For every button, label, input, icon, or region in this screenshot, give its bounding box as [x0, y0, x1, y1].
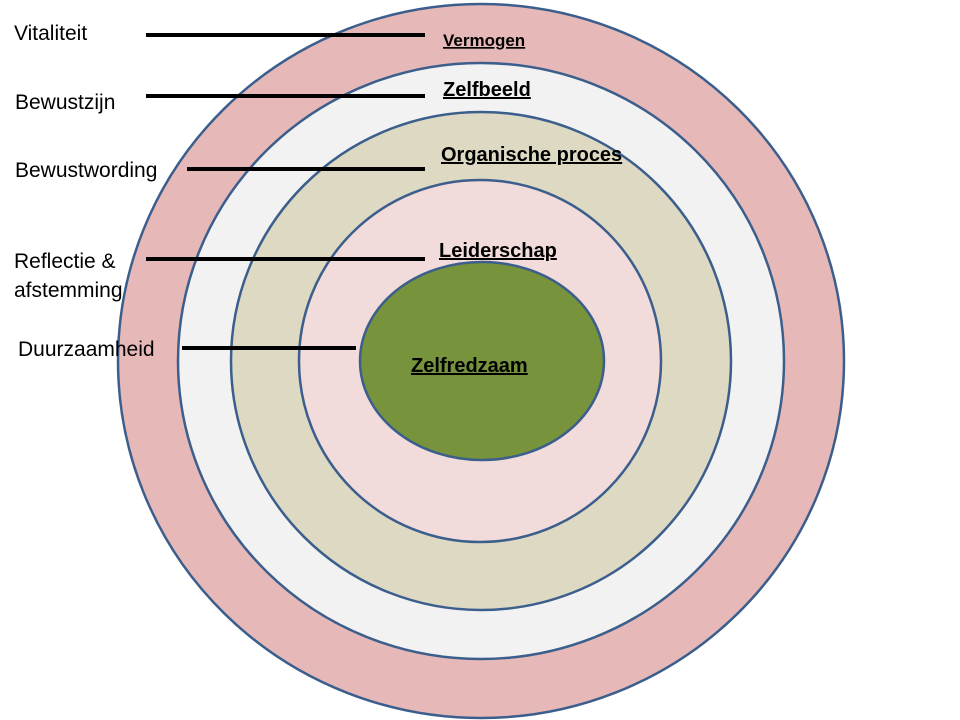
label-vitaliteit: Vitaliteit: [14, 22, 87, 45]
ring-label-organische-proces: Organische proces: [441, 144, 622, 166]
label-bewustzijn: Bewustzijn: [15, 91, 115, 114]
label-duurzaamheid: Duurzaamheid: [18, 338, 155, 361]
ring-label-vermogen: Vermogen: [443, 31, 525, 50]
label-reflectie: Reflectie &: [14, 250, 116, 273]
label-afstemming: afstemming: [14, 279, 123, 302]
ring-label-leiderschap: Leiderschap: [439, 240, 557, 262]
core-zelfredzaam: [358, 260, 606, 462]
ring-label-zelfbeeld: Zelfbeeld: [443, 79, 531, 101]
ring-label-zelfredzaam: Zelfredzaam: [411, 355, 528, 377]
label-bewustwording: Bewustwording: [15, 159, 157, 182]
